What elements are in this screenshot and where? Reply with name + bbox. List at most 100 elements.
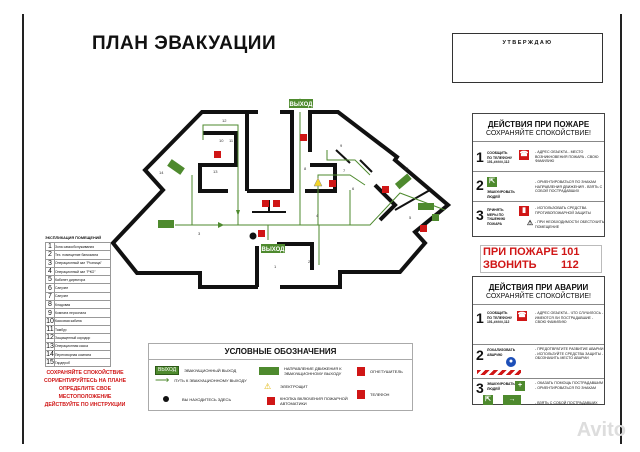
room-number: 10: [45, 316, 55, 326]
svg-text:13: 13: [213, 169, 218, 174]
legend-label: ВЫ НАХОДИТЕСЬ ЗДЕСЬ: [182, 396, 232, 402]
legend-heading: УСЛОВНЫЕ ОБОЗНАЧЕНИЯ: [149, 344, 412, 360]
svg-text:9: 9: [340, 143, 343, 148]
accident-step-1: 1 СООБЩИТЬ ПО ТЕЛЕФОНУ 101,#####,112 ☎ -…: [473, 305, 604, 345]
legend-label: ЭЛЕКТРОЩИТ: [280, 384, 308, 389]
room-name: Переговорная комната: [54, 349, 111, 360]
electrical-panel-icon: ⚠: [264, 382, 272, 391]
legend-here: ВЫ НАХОДИТЕСЬ ЗДЕСЬ: [163, 396, 231, 402]
room-number: 1: [45, 241, 55, 252]
direction-sign-icons: [158, 159, 439, 228]
approval-box: УТВЕРЖДАЮ: [452, 33, 603, 83]
first-aid-icon: +: [515, 381, 525, 391]
wall-room-2: [277, 242, 314, 270]
wall-room4: [305, 163, 337, 193]
room-name: Тех. помещение банкомата: [54, 250, 111, 260]
protection-icon: ●: [506, 357, 516, 367]
exit-sign-bottom: ВЫХОД: [261, 244, 285, 253]
room-name: Операционный зал "Розница": [54, 258, 111, 268]
legend-button: КНОПКА ВКЛЮЧЕНИЯ ПОЖАРНОЙ АВТОМАТИКИ: [267, 396, 357, 406]
room-number: 9: [45, 308, 55, 318]
you-are-here-icon: [163, 396, 169, 402]
room-number: 8: [45, 300, 55, 310]
warning-text: СОХРАНЯЙТЕ СПОКОЙСТВИЕ СОРИЕНТИРУЙТЕСЬ Н…: [35, 369, 135, 409]
wall-center-right: [247, 110, 294, 193]
room-name: Кладовая: [54, 300, 111, 310]
room-number: 15: [45, 358, 55, 368]
accident-actions-panel: ДЕЙСТВИЯ ПРИ АВАРИИ СОХРАНЯЙТЕ СПОКОЙСТВ…: [472, 276, 605, 405]
legend-label: ОГНЕТУШИТЕЛЬ: [370, 369, 403, 374]
fire-actions-subheading: СОХРАНЯЙТЕ СПОКОЙСТВИЕ!: [473, 130, 604, 142]
room-name: Гардероб: [54, 358, 111, 368]
legend-panel: ⚠ ЭЛЕКТРОЩИТ: [264, 382, 308, 391]
svg-text:14: 14: [159, 170, 164, 175]
svg-text:12: 12: [222, 118, 227, 123]
direction-sign-icon: [259, 367, 279, 375]
extinguisher-icons: [214, 151, 389, 207]
room-number: 12: [45, 333, 55, 343]
warning-line: ОПРЕДЕЛИТЕ СВОЕ МЕСТОПОЛОЖЕНИЕ: [58, 386, 112, 400]
phone-icon: [420, 225, 427, 232]
wall-outer-right: [280, 110, 452, 289]
room-name: Санузел: [54, 291, 111, 302]
page-frame: [22, 14, 622, 444]
approval-label: УТВЕРЖДАЮ: [502, 40, 553, 46]
svg-text:1: 1: [274, 264, 277, 269]
direction-sign-icon: →: [503, 395, 521, 405]
room-number: 7: [45, 291, 55, 302]
phone-icon: ☎: [517, 311, 527, 321]
rooms-heading: ЭКСПЛИКАЦИЯ ПОМЕЩЕНИЙ: [45, 236, 102, 240]
svg-text:3: 3: [198, 231, 201, 236]
accident-step-2: 2 ЛОКАЛИЗОВАТЬ АВАРИЮ ● - ПРЕДОТВРАТИТЕ …: [473, 345, 604, 379]
accident-actions-subheading: СОХРАНЯЙТЕ СПОКОЙСТВИЕ!: [473, 293, 604, 305]
accident-step-3: 3 ЭВАКУИРОВАТЬ ЛЮДЕЙ + ⇱ → - ОКАЗАТЬ ПОМ…: [476, 380, 603, 405]
legend-exit: ВЫХОД ЭВАКУАЦИОННЫЙ ВЫХОД: [155, 366, 236, 375]
room-name: Комната персонала: [54, 308, 111, 318]
svg-text:4: 4: [316, 213, 319, 218]
extinguisher-icon: [357, 367, 365, 376]
emergency-numbers: ПРИ ПОЖАРЕ 101 ЗВОНИТЬ 112: [480, 245, 602, 273]
evacuation-icon: ⇱: [487, 177, 497, 187]
legend-extinguisher: ОГНЕТУШИТЕЛЬ: [357, 367, 403, 376]
svg-text:15: 15: [404, 166, 409, 171]
extinguisher-icon: ▮: [519, 206, 529, 216]
room-number: 13: [45, 341, 55, 351]
warning-line: СОХРАНЯЙТЕ СПОКОЙСТВИЕ: [46, 370, 124, 376]
evacuation-icon: ⇱: [483, 395, 493, 405]
fire-step-3: 3 ПРИНЯТЬ МЕРЫ ПО ТУШЕНИЮ ПОЖАРА ▮ - ИСП…: [476, 206, 605, 229]
room-name: Кабинет директора: [54, 275, 111, 285]
room-name: Защищенный коридор: [54, 333, 111, 343]
phone-icon: [357, 390, 365, 399]
legend-label: ЭВАКУАЦИОННЫЙ ВЫХОД: [184, 368, 237, 373]
legend-label: ПУТЬ К ЭВАКУАЦИОННОМУ ВЫХОДУ: [174, 378, 247, 383]
room-number: 2: [45, 250, 55, 260]
room-name: Зона самообслуживания: [54, 241, 111, 252]
room-number: 4: [45, 266, 55, 277]
room-number: 6: [45, 283, 55, 293]
wall-room10: [198, 131, 238, 193]
exit-sign-top: ВЫХОД: [289, 99, 313, 108]
exit-sign-icon: ВЫХОД: [155, 366, 180, 375]
svg-text:5: 5: [409, 215, 412, 220]
watermark: Avito: [576, 419, 626, 441]
electrical-hazard-icon: ⚠: [526, 219, 534, 227]
fire-button-icon: [267, 397, 275, 405]
phone-icon: ☎: [519, 150, 529, 160]
svg-text:10: 10: [219, 138, 224, 143]
fire-button-icons: [258, 134, 307, 237]
fire-actions-panel: ДЕЙСТВИЯ ПРИ ПОЖАРЕ СОХРАНЯЙТЕ СПОКОЙСТВ…: [472, 113, 605, 237]
